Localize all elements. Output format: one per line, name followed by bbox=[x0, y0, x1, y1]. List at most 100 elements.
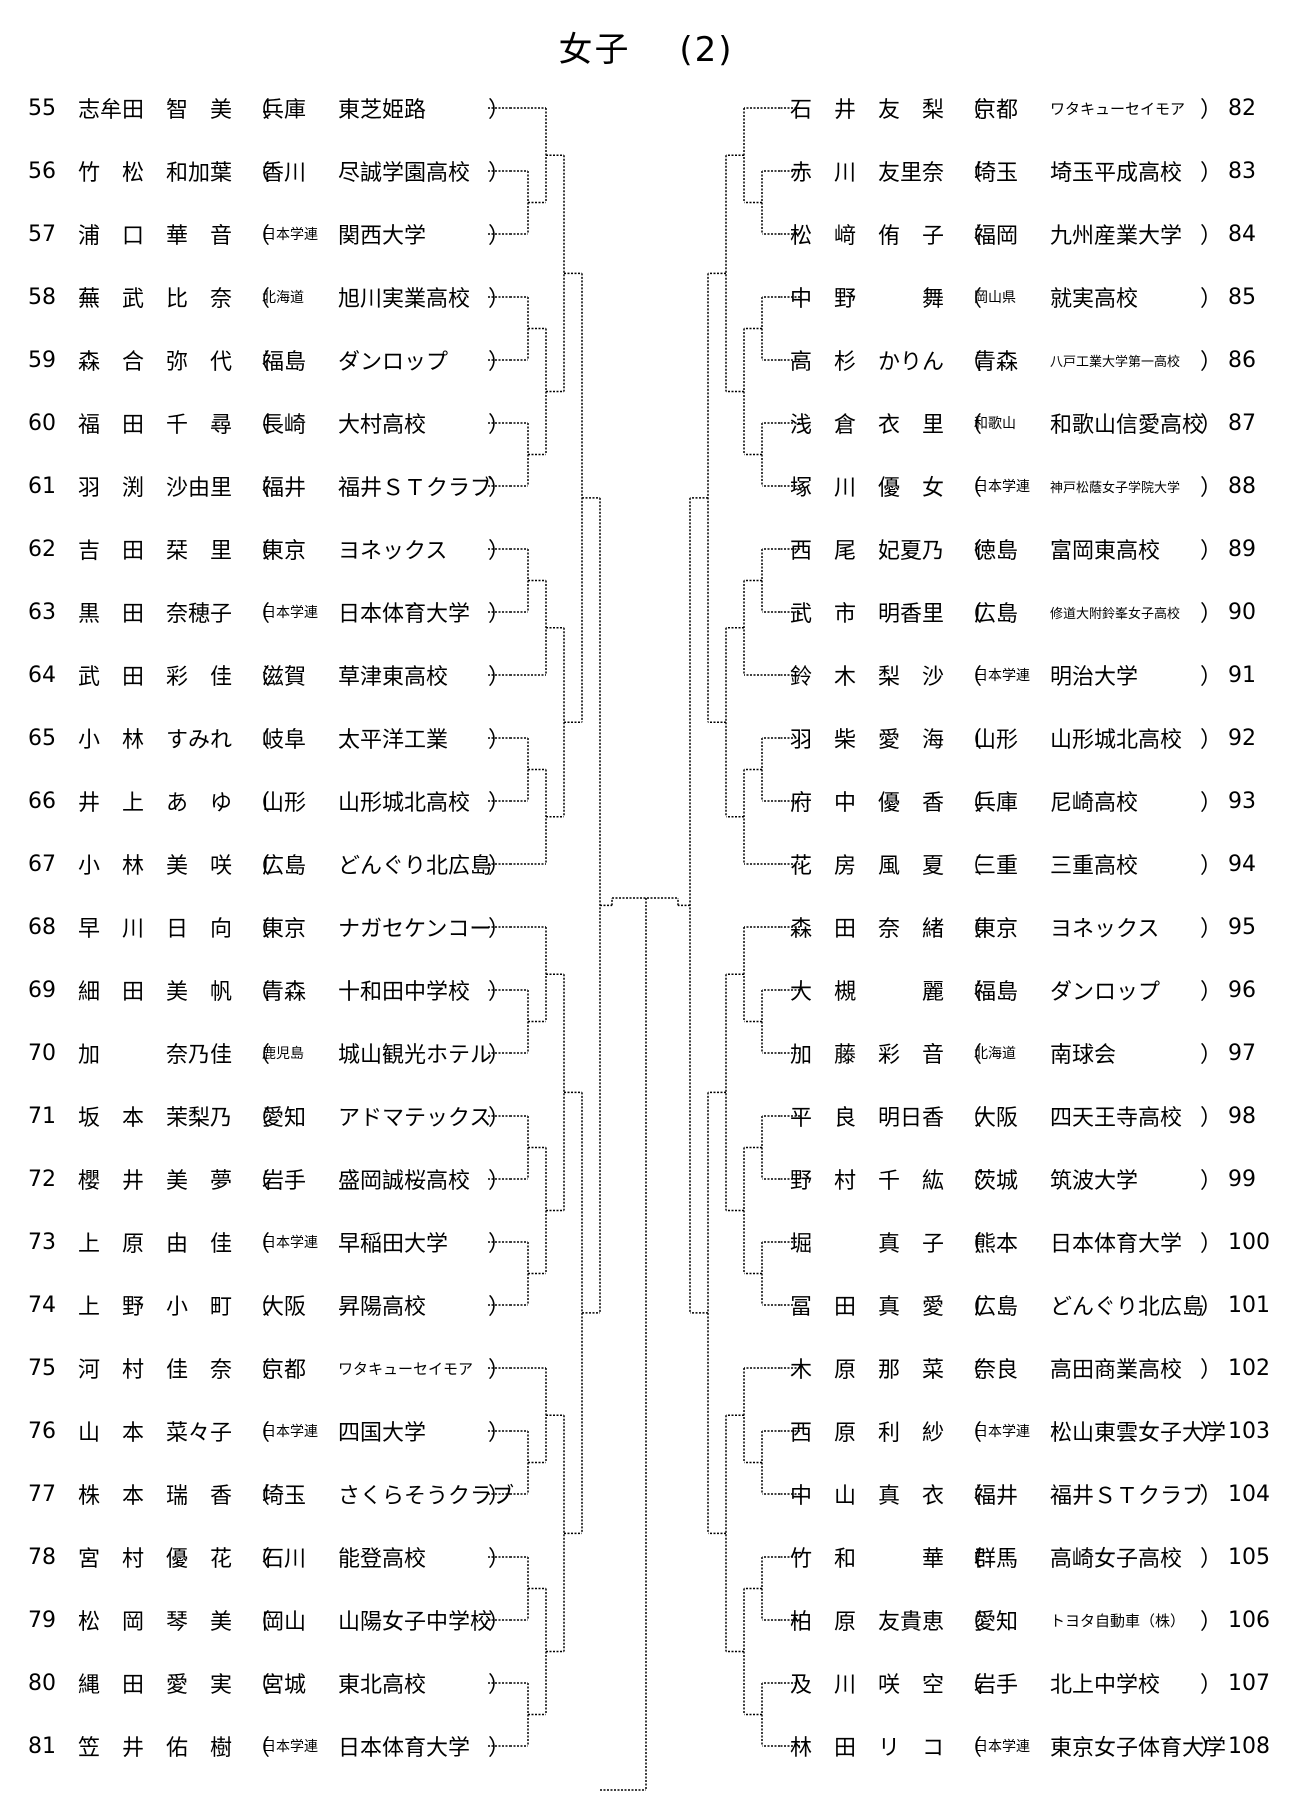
player-name: 堀 真 子 bbox=[790, 1232, 945, 1257]
player-pref: 香川 bbox=[262, 161, 307, 186]
close-paren: ） bbox=[488, 224, 511, 249]
close-paren: ） bbox=[1200, 161, 1223, 186]
player-name: 小 林 美 咲 bbox=[78, 854, 233, 879]
player-name: 山 本 菜々子 bbox=[78, 1421, 233, 1446]
close-paren: ） bbox=[488, 980, 511, 1005]
player-pref: 東京 bbox=[262, 917, 307, 942]
close-paren: ） bbox=[1200, 1547, 1223, 1572]
player-team: 高崎女子高校 bbox=[1050, 1547, 1183, 1572]
player-name: 早 川 日 向 bbox=[78, 917, 233, 942]
player-num: 75 bbox=[28, 1355, 56, 1381]
player-num: 78 bbox=[28, 1544, 56, 1570]
close-paren: ） bbox=[1200, 1484, 1223, 1509]
player-num: 70 bbox=[28, 1040, 56, 1066]
player-num: 95 bbox=[1228, 914, 1256, 940]
player-pref: 岩手 bbox=[262, 1169, 307, 1194]
player-name: 笠 井 佑 樹 bbox=[78, 1736, 233, 1761]
player-num: 90 bbox=[1228, 599, 1256, 625]
right-player-row: 石 井 友 梨（京都ワタキューセイモア）82 bbox=[790, 88, 1288, 128]
player-num: 59 bbox=[28, 347, 56, 373]
player-pref: 宮城 bbox=[262, 1673, 307, 1698]
player-pref: 福岡 bbox=[974, 224, 1019, 249]
player-pref: 日本学連 bbox=[974, 668, 1030, 684]
player-name: 大 槻 麗 bbox=[790, 980, 945, 1005]
close-paren: ） bbox=[1200, 917, 1223, 942]
player-pref: 徳島 bbox=[974, 539, 1019, 564]
player-name: 井 上 あ ゆ bbox=[78, 791, 233, 816]
close-paren: ） bbox=[488, 1610, 511, 1635]
right-player-row: 加 藤 彩 音（北海道南球会）97 bbox=[790, 1033, 1288, 1073]
close-paren: ） bbox=[488, 728, 511, 753]
player-team: アドマテックス bbox=[338, 1106, 492, 1131]
player-name: 宮 村 優 花 bbox=[78, 1547, 233, 1572]
player-pref: 東京 bbox=[262, 539, 307, 564]
player-num: 69 bbox=[28, 977, 56, 1003]
player-num: 58 bbox=[28, 284, 56, 310]
player-num: 87 bbox=[1228, 410, 1256, 436]
close-paren: ） bbox=[488, 350, 511, 375]
close-paren: ） bbox=[488, 413, 511, 438]
close-paren: ） bbox=[488, 665, 511, 690]
page-title: 女子 (2) bbox=[558, 30, 734, 70]
player-team: 修道大附鈴峯女子高校 bbox=[1050, 606, 1181, 622]
player-name: 平 良 明日香 bbox=[790, 1106, 945, 1131]
right-player-row: 木 原 那 菜（奈良高田商業高校）102 bbox=[790, 1348, 1288, 1388]
player-name: 加 藤 彩 音 bbox=[790, 1043, 945, 1068]
player-name: 竹 和 華 bbox=[790, 1547, 945, 1572]
player-num: 96 bbox=[1228, 977, 1256, 1003]
player-num: 97 bbox=[1228, 1040, 1256, 1066]
close-paren: ） bbox=[488, 917, 511, 942]
player-pref: 日本学連 bbox=[974, 1424, 1030, 1440]
player-num: 64 bbox=[28, 662, 56, 688]
player-team: 山陽女子中学校 bbox=[338, 1610, 493, 1635]
right-player-row: 野 村 千 紘（茨城筑波大学）99 bbox=[790, 1159, 1288, 1199]
player-name: 府 中 優 香 bbox=[790, 791, 945, 816]
player-num: 83 bbox=[1228, 158, 1256, 184]
player-name: 石 井 友 梨 bbox=[790, 98, 945, 123]
player-team: 十和田中学校 bbox=[338, 980, 471, 1005]
right-player-row: 堀 真 子（熊本日本体育大学）100 bbox=[790, 1222, 1288, 1262]
player-name: 志牟田 智 美 bbox=[78, 98, 233, 123]
player-num: 91 bbox=[1228, 662, 1256, 688]
right-player-row: 中 山 真 衣（福井福井ＳＴクラブ）104 bbox=[790, 1474, 1288, 1514]
player-pref: 北海道 bbox=[974, 1046, 1016, 1062]
close-paren: ） bbox=[1200, 665, 1223, 690]
player-num: 80 bbox=[28, 1670, 56, 1696]
player-num: 67 bbox=[28, 851, 56, 877]
player-name: 鈴 木 梨 沙 bbox=[790, 665, 945, 690]
player-team: 大村高校 bbox=[338, 413, 427, 438]
close-paren: ） bbox=[488, 854, 511, 879]
player-name: 武 市 明香里 bbox=[790, 602, 945, 627]
player-team: 草津東高校 bbox=[338, 665, 449, 690]
player-name: 羽 渕 沙由里 bbox=[78, 476, 233, 501]
close-paren: ） bbox=[488, 1295, 511, 1320]
player-pref: 三重 bbox=[974, 854, 1019, 879]
close-paren: ） bbox=[488, 98, 511, 123]
player-pref: 日本学連 bbox=[262, 227, 318, 243]
player-pref: 大阪 bbox=[262, 1295, 307, 1320]
right-player-row: 森 田 奈 緒（東京ヨネックス）95 bbox=[790, 907, 1288, 947]
player-team: ワタキューセイモア bbox=[338, 1359, 474, 1378]
right-player-row: 鈴 木 梨 沙（日本学連明治大学）91 bbox=[790, 655, 1288, 695]
player-num: 85 bbox=[1228, 284, 1256, 310]
right-player-row: 林 田 リ コ（日本学連東京女子体育大学）108 bbox=[790, 1726, 1288, 1766]
player-pref: 鹿児島 bbox=[262, 1046, 304, 1062]
player-team: 日本体育大学 bbox=[338, 1736, 471, 1761]
right-player-row: 浅 倉 衣 里（和歌山和歌山信愛高校）87 bbox=[790, 403, 1288, 443]
player-name: 上 原 由 佳 bbox=[78, 1232, 233, 1257]
player-num: 66 bbox=[28, 788, 56, 814]
player-team: 福井ＳＴクラブ bbox=[1050, 1484, 1205, 1509]
close-paren: ） bbox=[488, 1736, 511, 1761]
player-name: 黒 田 奈穂子 bbox=[78, 602, 233, 627]
close-paren: ） bbox=[488, 602, 511, 627]
right-player-row: 冨 田 真 愛（広島どんぐり北広島）101 bbox=[790, 1285, 1288, 1325]
